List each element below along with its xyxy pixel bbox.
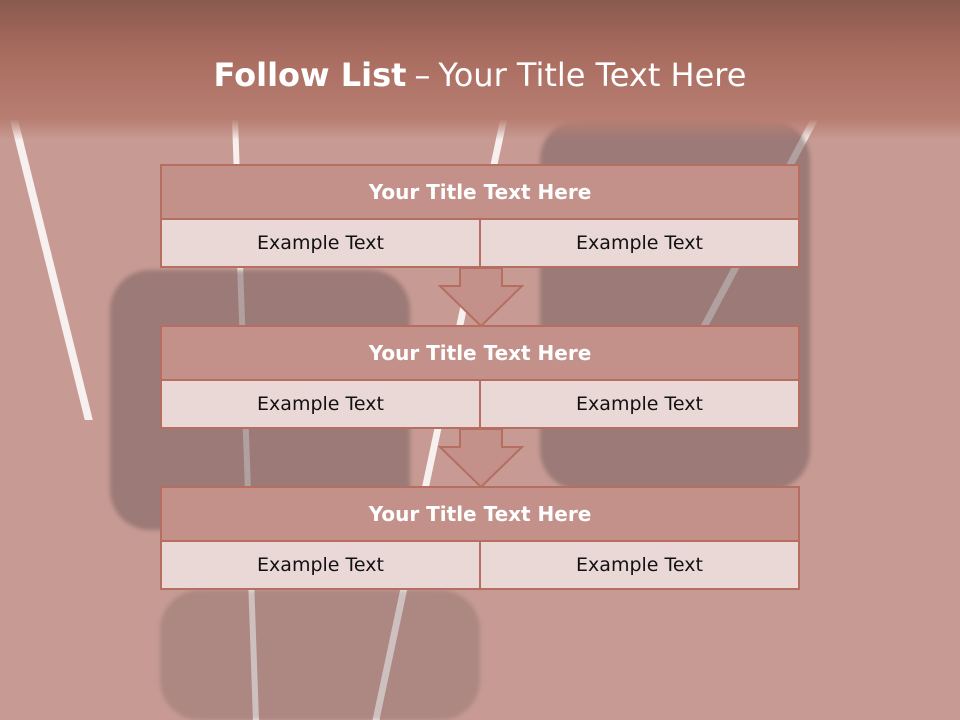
down-arrow-icon (438, 268, 524, 328)
block-row: Example Text Example Text (160, 379, 800, 429)
title-rest: Your Title Text Here (438, 56, 747, 94)
runner-silhouette (160, 590, 480, 720)
lane-line (10, 120, 93, 420)
block-cell-right: Example Text (479, 218, 800, 268)
title-separator: – (414, 56, 431, 94)
down-arrow-icon (438, 429, 524, 489)
title-bold: Follow List (213, 56, 407, 94)
block-cell-left: Example Text (160, 218, 481, 268)
list-block: Your Title Text Here Example Text Exampl… (160, 164, 800, 268)
slide-title: Follow List–Your Title Text Here (0, 56, 960, 94)
list-block: Your Title Text Here Example Text Exampl… (160, 486, 800, 590)
block-cell-left: Example Text (160, 540, 481, 590)
block-cell-right: Example Text (479, 379, 800, 429)
block-cell-right: Example Text (479, 540, 800, 590)
block-title: Your Title Text Here (160, 486, 800, 542)
block-row: Example Text Example Text (160, 218, 800, 268)
block-title: Your Title Text Here (160, 325, 800, 381)
block-title: Your Title Text Here (160, 164, 800, 220)
block-row: Example Text Example Text (160, 540, 800, 590)
list-block: Your Title Text Here Example Text Exampl… (160, 325, 800, 429)
slide-header (0, 0, 960, 140)
block-cell-left: Example Text (160, 379, 481, 429)
